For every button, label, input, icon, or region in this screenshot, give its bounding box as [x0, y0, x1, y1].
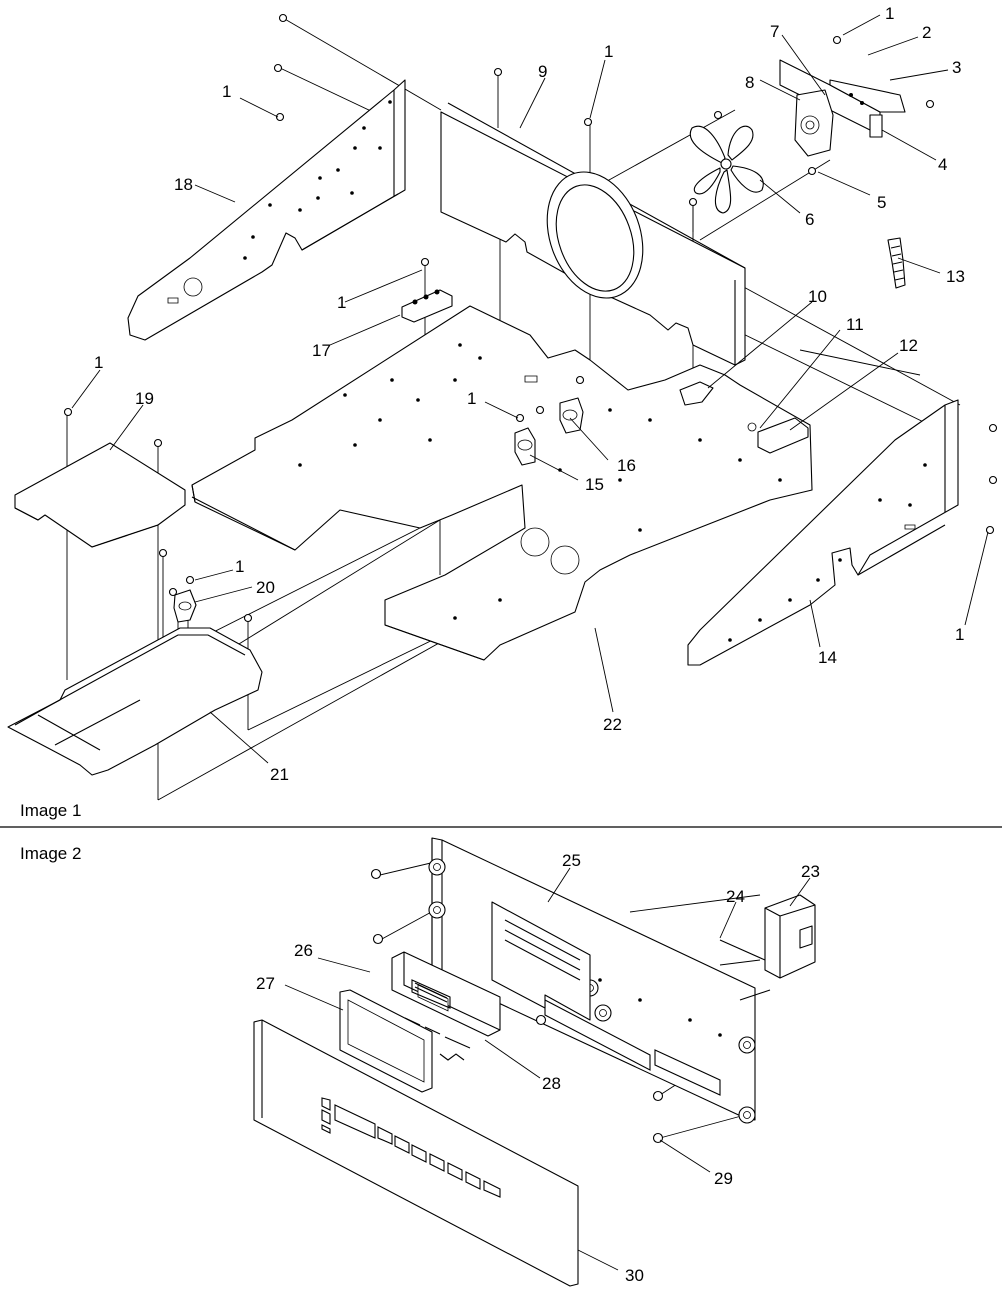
- control-back-plate: [432, 838, 755, 1120]
- terminal-block: [402, 290, 452, 323]
- callout-26: 26: [294, 941, 313, 960]
- callout-leaders-2: [285, 868, 810, 1270]
- base-pan: [192, 306, 812, 660]
- callout-1-e: 1: [94, 353, 103, 372]
- cover-plate: [15, 443, 185, 547]
- callout-17: 17: [312, 341, 331, 360]
- callout-8: 8: [745, 73, 754, 92]
- callout-30: 30: [625, 1266, 644, 1285]
- callout-1-g: 1: [235, 557, 244, 576]
- board-bracket: [492, 902, 590, 1020]
- callout-12: 12: [899, 336, 918, 355]
- left-side-bracket: [128, 80, 405, 340]
- transformer: [765, 895, 815, 978]
- callout-2: 2: [922, 23, 931, 42]
- image-2-label: Image 2: [20, 844, 81, 863]
- callout-23: 23: [801, 862, 820, 881]
- callout-labels-image-1: 1 2 3 4 5 6 7 8 9 1 1 18 13 10 11 12 1 1…: [94, 4, 965, 784]
- image-2-assembly: Image 2: [20, 838, 820, 1286]
- callout-1-b: 1: [604, 42, 613, 61]
- callout-7: 7: [770, 22, 779, 41]
- display-bezel: [340, 990, 432, 1092]
- callout-28: 28: [542, 1074, 561, 1093]
- image-1-label: Image 1: [20, 801, 81, 820]
- drip-tray: [8, 628, 262, 775]
- callout-1-c: 1: [222, 82, 231, 101]
- callout-13: 13: [946, 267, 965, 286]
- standoffs: [720, 940, 770, 1000]
- callout-1-h: 1: [955, 625, 964, 644]
- thermostat-15: [515, 428, 535, 465]
- callout-27: 27: [256, 974, 275, 993]
- callout-15: 15: [585, 475, 604, 494]
- callout-1-f: 1: [467, 389, 476, 408]
- callout-24: 24: [726, 887, 745, 906]
- callout-9: 9: [538, 62, 547, 81]
- callout-20: 20: [256, 578, 275, 597]
- fan-blade: [690, 126, 763, 213]
- screws: [65, 15, 997, 622]
- wire-connector: [888, 238, 905, 288]
- fan-motor-assembly: [780, 60, 905, 156]
- front-overlay: [254, 1020, 578, 1286]
- callout-16: 16: [617, 456, 636, 475]
- callout-3: 3: [952, 58, 961, 77]
- callout-1: 1: [885, 4, 894, 23]
- thermostat-20: [174, 590, 196, 622]
- callout-10: 10: [808, 287, 827, 306]
- control-board: [388, 952, 500, 1076]
- rear-panel: [441, 103, 745, 365]
- sensor-assembly: [680, 382, 808, 453]
- panel-screws: [372, 870, 663, 1143]
- callout-labels-image-2: 23 24 25 26 27 28 29 30: [256, 851, 820, 1285]
- callout-14: 14: [818, 648, 837, 667]
- callout-18: 18: [174, 175, 193, 194]
- callout-25: 25: [562, 851, 581, 870]
- callout-21: 21: [270, 765, 289, 784]
- callout-19: 19: [135, 389, 154, 408]
- right-side-bracket: [688, 400, 958, 665]
- callout-29: 29: [714, 1169, 733, 1188]
- image-1-assembly: 1 2 3 4 5 6 7 8 9 1 1 18 13 10 11 12 1 1…: [8, 4, 997, 820]
- thermostat-16: [560, 398, 583, 433]
- callout-4: 4: [938, 155, 947, 174]
- callout-leaders: [72, 15, 988, 763]
- callout-1-d: 1: [337, 293, 346, 312]
- callout-22: 22: [603, 715, 622, 734]
- callout-6: 6: [805, 210, 814, 229]
- callout-11: 11: [846, 315, 864, 334]
- callout-5: 5: [877, 193, 886, 212]
